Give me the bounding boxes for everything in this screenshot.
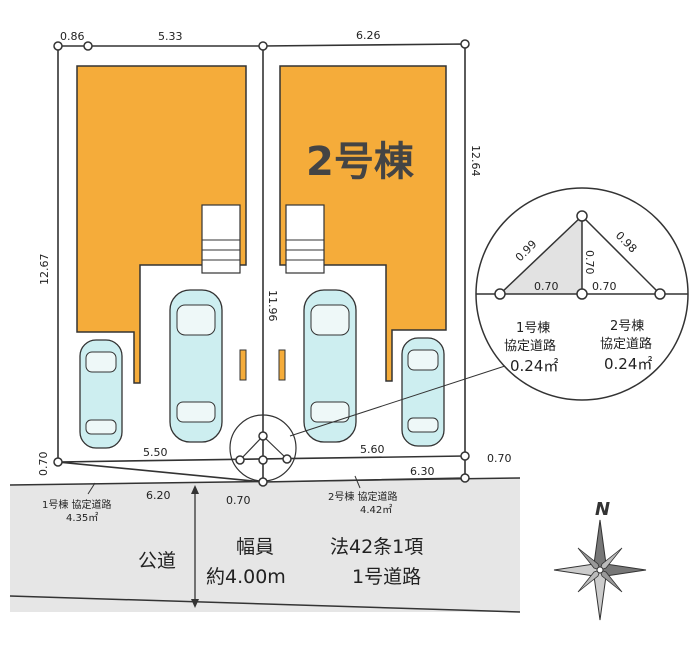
dim-top-left-short: 0.86 xyxy=(60,30,85,43)
detail-lot1-area: 0.24㎡ xyxy=(510,357,558,375)
detail-right-base: 0.70 xyxy=(592,280,617,293)
detail-lot2-road: 協定道路 xyxy=(600,336,652,352)
car-lot2-large xyxy=(303,289,357,443)
dim-left-corner: 0.70 xyxy=(37,452,50,477)
entrance-stairs-lot1 xyxy=(201,204,241,274)
road-width-label: 幅員 xyxy=(236,536,274,558)
entrance-stairs-lot2 xyxy=(285,204,325,274)
lot1-road-label: 1号棟 協定道路 xyxy=(42,498,112,511)
lot2-road-leader xyxy=(354,475,361,489)
road-width-arrow-head-top xyxy=(191,485,199,494)
public-road-label: 公道 xyxy=(138,550,176,572)
car-lot1-small xyxy=(79,339,123,449)
post-lot2 xyxy=(278,349,286,381)
dim-bottom-left: 5.50 xyxy=(143,446,168,459)
dim-road-center: 0.70 xyxy=(226,494,251,507)
road-law-label: 法42条1項 xyxy=(330,536,423,558)
car-lot1-large xyxy=(169,289,223,443)
dim-left-side: 12.67 xyxy=(38,254,51,286)
building-lot1 xyxy=(76,65,247,384)
road-width-value: 約4.00m xyxy=(206,566,286,588)
detail-center-vertical: 0.70 xyxy=(583,250,596,275)
car-lot2-small xyxy=(401,337,445,447)
dim-road-left: 6.20 xyxy=(146,489,171,502)
dim-top-left: 5.33 xyxy=(158,30,183,43)
corner-cut-detail: 0.99 0.98 0.70 0.70 0.70 1号棟 協定道路 0.24㎡ … xyxy=(475,187,689,401)
detail-lot2-area: 0.24㎡ xyxy=(604,355,652,373)
detail-lot2-label: 2号棟 xyxy=(610,319,644,334)
detail-lot1-label: 1号棟 xyxy=(516,321,550,336)
dim-center-line: 11.96 xyxy=(266,290,279,322)
detail-left-base: 0.70 xyxy=(534,280,559,293)
post-lot1 xyxy=(239,349,247,381)
compass-rose-icon xyxy=(553,519,647,621)
dim-right-side: 12.64 xyxy=(469,145,482,177)
detail-lot1-road: 協定道路 xyxy=(504,338,556,354)
corner-cut-right xyxy=(262,435,288,460)
boundary-points xyxy=(53,39,470,487)
road-width-arrow-head-bottom xyxy=(191,599,199,608)
dim-bottom-right: 5.60 xyxy=(360,443,385,456)
dim-right-corner: 0.70 xyxy=(487,452,512,465)
lot2-road-label: 2号棟 協定道路 xyxy=(328,490,398,503)
lot1-road-leader xyxy=(87,482,96,495)
dim-right-front: 6.30 xyxy=(410,465,435,478)
lot2-road-area: 4.42㎡ xyxy=(360,504,392,516)
dim-top-right: 6.26 xyxy=(356,29,381,42)
lot2-label: 2号棟 xyxy=(306,139,415,185)
road-type-label: 1号道路 xyxy=(352,566,421,588)
road-edge-bottom xyxy=(9,595,521,613)
lot1-road-area: 4.35㎡ xyxy=(66,512,98,524)
public-road xyxy=(10,478,520,612)
corner-cut-left xyxy=(239,435,264,461)
leader-line xyxy=(289,365,506,437)
compass-north-label: N xyxy=(595,499,610,520)
